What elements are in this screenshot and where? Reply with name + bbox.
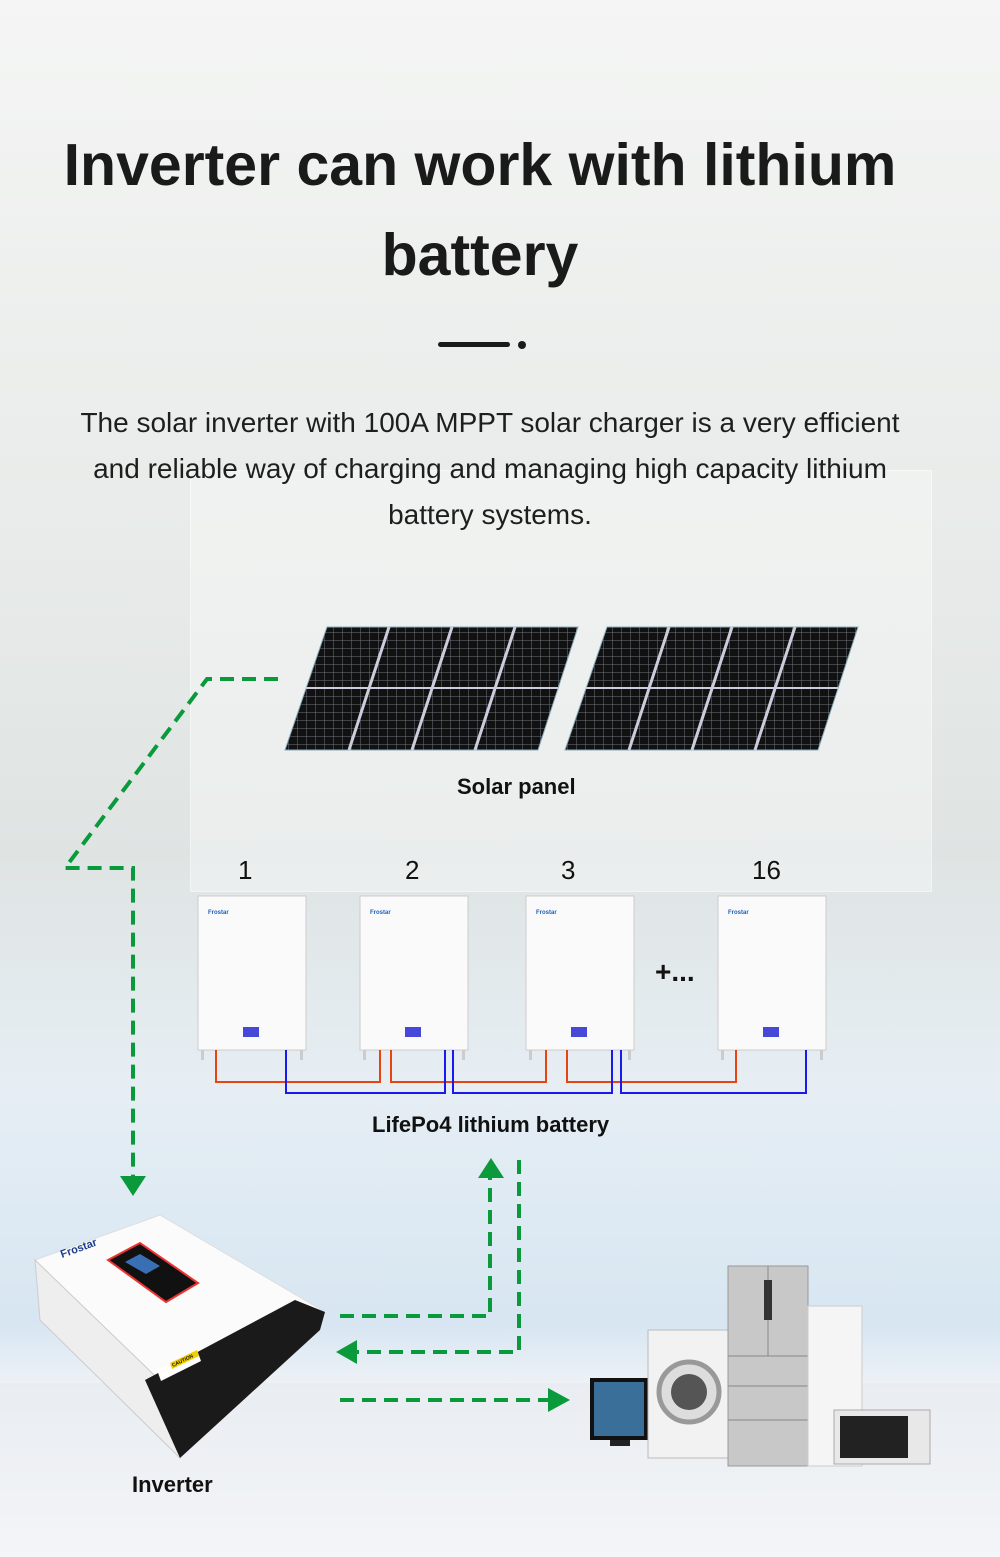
battery-icon: Frostar xyxy=(717,895,827,1060)
battery-icon: Frostar xyxy=(525,895,635,1060)
solar-panel-label: Solar panel xyxy=(457,774,576,799)
arrowheads xyxy=(120,1158,570,1412)
solar-panel-icon xyxy=(284,626,859,751)
appliances-icon xyxy=(590,1265,931,1467)
description: The solar inverter with 100A MPPT solar … xyxy=(80,407,900,530)
battery-brand: Frostar xyxy=(536,910,557,916)
battery-brand: Frostar xyxy=(208,910,229,916)
battery-icon: Frostar xyxy=(197,895,307,1060)
more-batteries-label: +... xyxy=(655,956,695,987)
battery-number: 3 xyxy=(561,855,576,885)
battery-display xyxy=(763,1027,779,1037)
battery-display xyxy=(571,1027,587,1037)
title-divider-dot xyxy=(518,341,526,349)
battery-label: LifePo4 lithium battery xyxy=(372,1112,610,1137)
inverter-label: Inverter xyxy=(132,1472,213,1497)
dashed-arrow-icon xyxy=(60,677,550,1402)
inverter-icon: CAUTION Frostar xyxy=(34,1214,326,1460)
battery-number: 2 xyxy=(405,855,420,885)
battery-icon: Frostar xyxy=(359,895,469,1060)
title-divider xyxy=(438,342,510,347)
battery-number: 1 xyxy=(238,855,253,885)
battery-brand: Frostar xyxy=(728,910,749,916)
battery-display xyxy=(405,1027,421,1037)
page-title: Inverter can work with lithium battery xyxy=(63,132,897,288)
battery-wiring xyxy=(215,1050,807,1094)
battery-brand: Frostar xyxy=(370,910,391,916)
battery-number: 16 xyxy=(752,855,781,885)
battery-display xyxy=(243,1027,259,1037)
